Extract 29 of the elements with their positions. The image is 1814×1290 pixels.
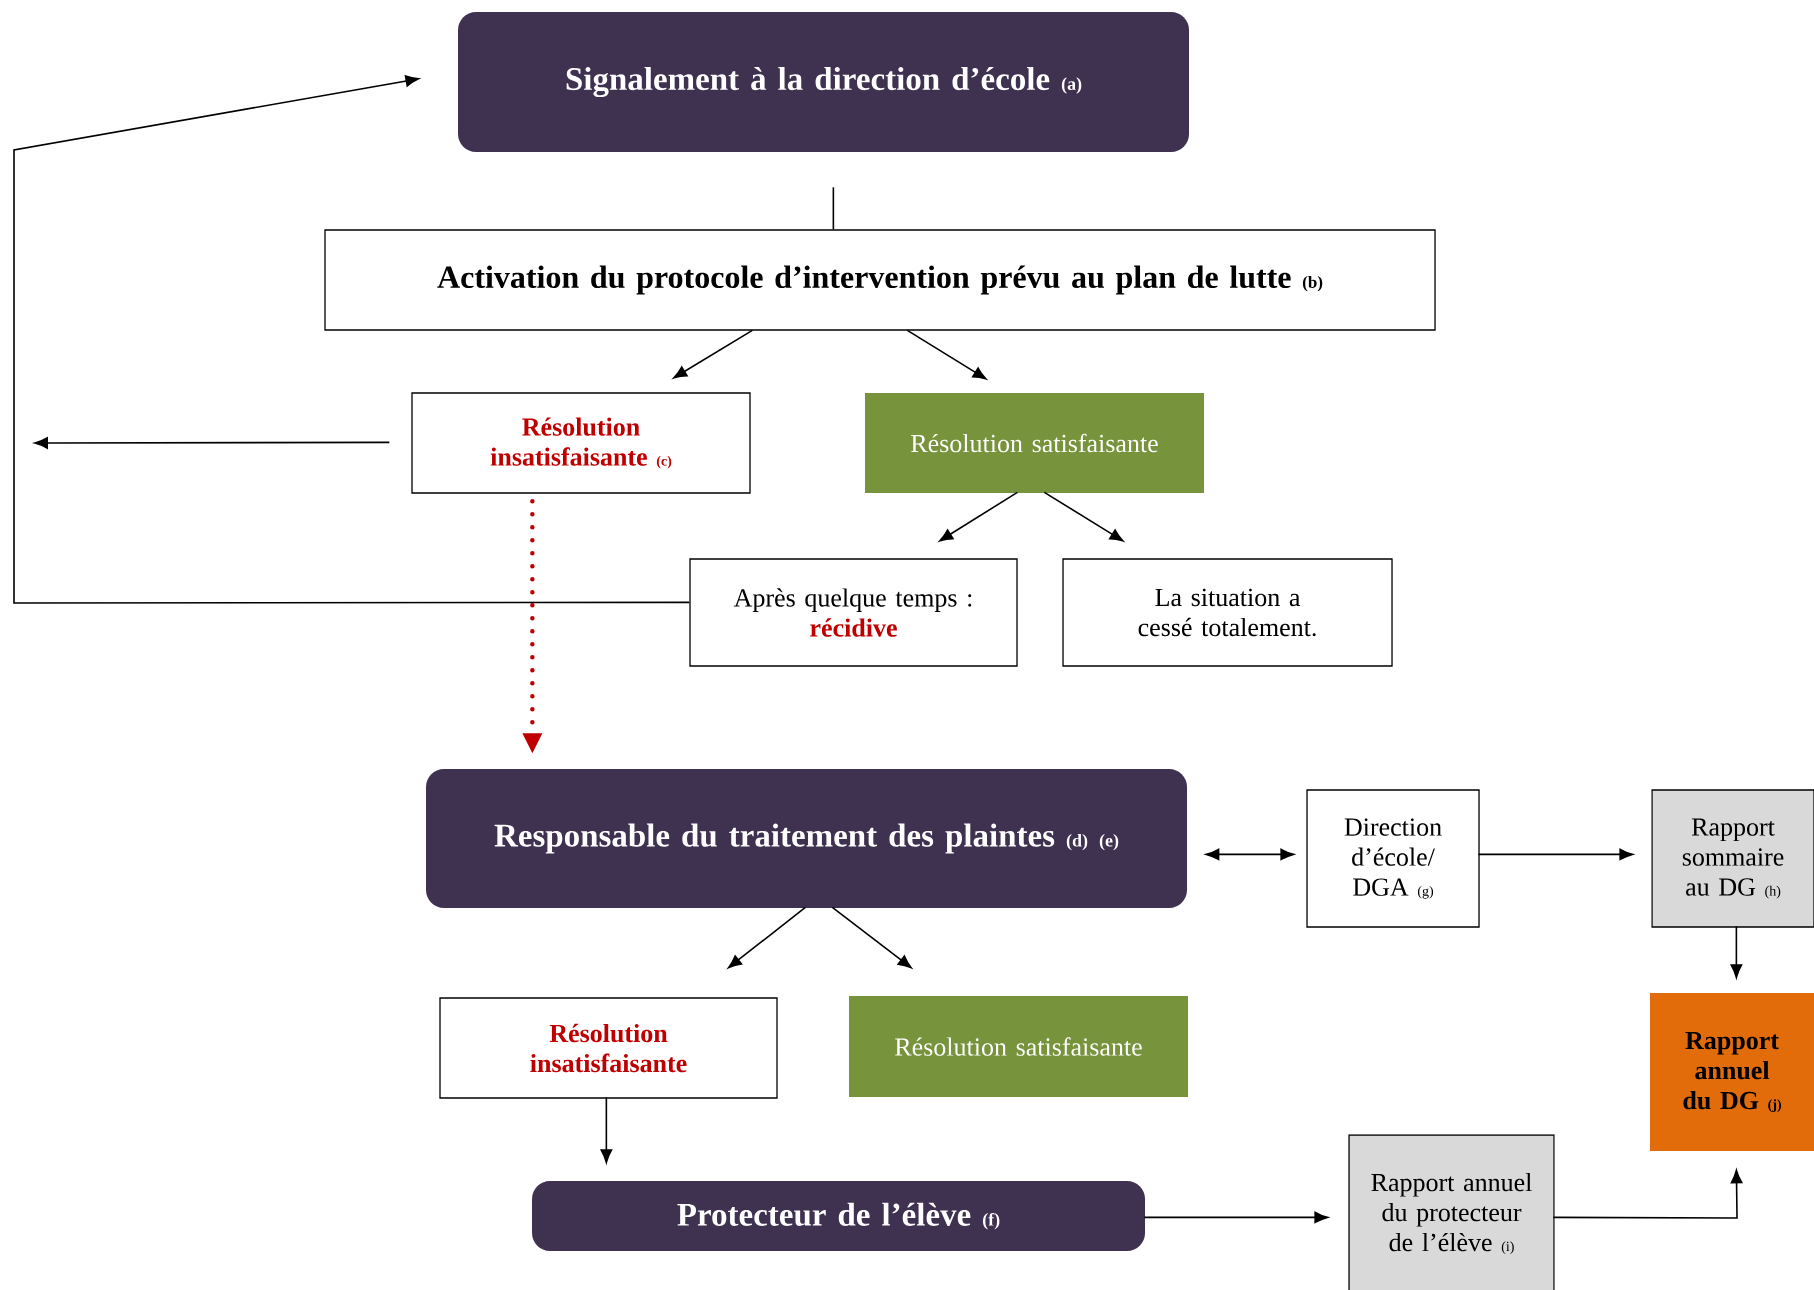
arrow: [906, 329, 987, 380]
arrow: [1477, 848, 1634, 861]
arrow: [34, 437, 391, 449]
process-box: Direction d’école/ DGA (g): [1306, 789, 1480, 928]
process-box: Après quelque temps : récidive: [689, 558, 1018, 667]
process-box: Responsable du traitement des plaintes (d) (e): [426, 769, 1187, 908]
process-box: La situation a cessé totalement.: [1062, 558, 1393, 667]
arrow: [1143, 1211, 1329, 1224]
arrow: [1730, 925, 1743, 979]
outcome-box: Résolution satisfaisante: [865, 393, 1204, 493]
arrow: [939, 491, 1019, 542]
outcome-box: Résolution insatisfaisante (c): [411, 392, 751, 494]
process-box: Protecteur de l’élève (f): [532, 1181, 1145, 1251]
arrow: [13, 75, 691, 604]
arrow: [600, 1096, 613, 1164]
arrow: [831, 906, 912, 969]
process-box: Signalement à la direction d’école (a): [458, 12, 1189, 152]
arrow: [1043, 491, 1124, 542]
outcome-box: Résolution satisfaisante: [849, 996, 1188, 1097]
outcome-box: Résolution insatisfaisante: [439, 997, 778, 1099]
report-box: Rapport annuel du DG (j): [1650, 993, 1814, 1151]
report-box: Rapport sommaire au DG (h): [1651, 789, 1814, 928]
arrow: [673, 329, 754, 379]
arrow: [1552, 1169, 1743, 1219]
report-box: Rapport annuel du protecteur de l’élève (i): [1348, 1134, 1555, 1290]
arrow: [727, 906, 807, 969]
arrow: [1205, 848, 1295, 861]
arrow: [522, 499, 543, 754]
process-box: Activation du protocole d’intervention prévu au plan de lutte (b): [324, 229, 1436, 331]
